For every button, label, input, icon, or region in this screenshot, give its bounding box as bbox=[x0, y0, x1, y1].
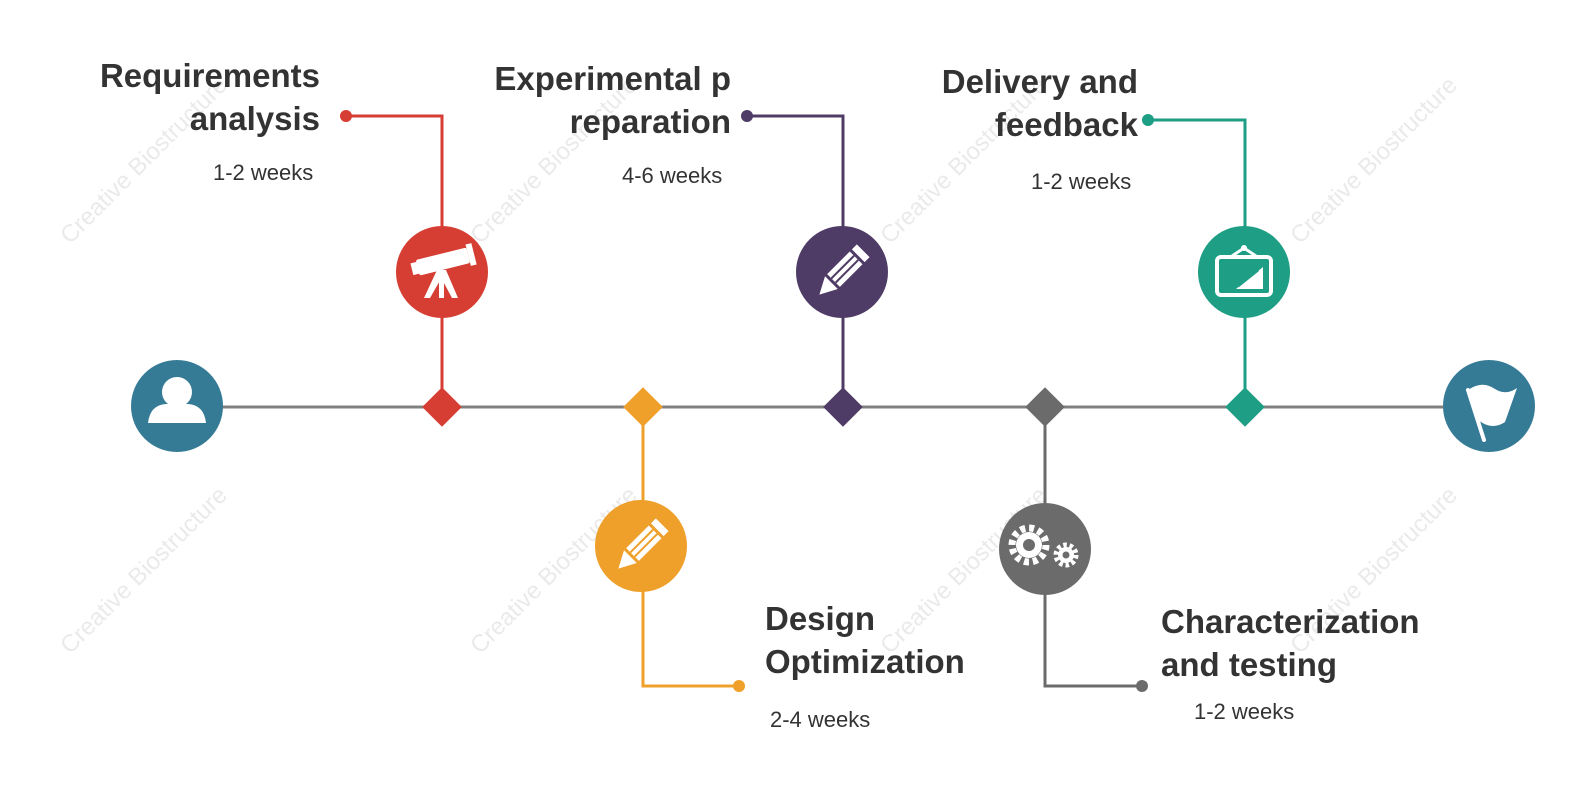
pencil-icon bbox=[618, 518, 669, 569]
stage-title-line: Design bbox=[765, 600, 876, 637]
milestone-diamond-gray bbox=[1025, 387, 1065, 427]
connector-design bbox=[641, 407, 739, 688]
stage-title-characterization: Characterization and testing bbox=[1161, 600, 1420, 686]
stage-duration-delivery: 1-2 weeks bbox=[1031, 169, 1132, 194]
board-icon bbox=[1215, 245, 1273, 297]
milestone-diamond-red bbox=[422, 387, 462, 427]
connector-dot bbox=[1142, 114, 1154, 126]
stage-title-line: and testing bbox=[1161, 646, 1338, 683]
person-icon bbox=[148, 377, 206, 423]
stage-title-line: Characterization bbox=[1161, 603, 1420, 640]
stage-title-design: Design Optimization bbox=[765, 597, 965, 683]
watermark: Creative Biostructure bbox=[1285, 72, 1463, 250]
stage-duration-requirements: 1-2 weeks bbox=[213, 160, 314, 185]
stage-title-line: Experimental p bbox=[494, 60, 731, 97]
stage-icon-circle-teal bbox=[1198, 226, 1290, 318]
pencil-icon bbox=[819, 244, 870, 295]
watermark: Creative Biostructure bbox=[55, 482, 233, 660]
stage-duration-design: 2-4 weeks bbox=[770, 707, 871, 732]
telescope-icon bbox=[410, 243, 477, 298]
connector-dot bbox=[733, 680, 745, 692]
stage-title-delivery: Delivery and feedback bbox=[942, 60, 1138, 146]
milestone-diamond-orange bbox=[623, 387, 663, 427]
stage-title-requirements: Requirements analysis bbox=[100, 54, 320, 140]
connector-characterization bbox=[1043, 407, 1142, 688]
stage-duration-characterization: 1-2 weeks bbox=[1194, 699, 1295, 724]
connector-dot bbox=[340, 110, 352, 122]
gears-icon bbox=[1008, 524, 1079, 568]
stage-title-line: feedback bbox=[994, 106, 1138, 143]
stage-title-line: Requirements bbox=[99, 57, 320, 94]
flag-icon bbox=[1466, 384, 1517, 442]
stage-title-line: Optimization bbox=[765, 643, 965, 680]
connector-dot bbox=[1136, 680, 1148, 692]
connector-dot bbox=[741, 110, 753, 122]
stage-title-experimental: Experimental p reparation bbox=[494, 57, 731, 143]
stage-title-line: analysis bbox=[189, 100, 320, 137]
stage-title-line: reparation bbox=[569, 103, 731, 140]
stage-title-line: Delivery and bbox=[941, 63, 1138, 100]
stage-duration-experimental: 4-6 weeks bbox=[622, 163, 723, 188]
milestone-diamond-teal bbox=[1225, 387, 1265, 427]
milestone-diamond-purple bbox=[823, 387, 863, 427]
